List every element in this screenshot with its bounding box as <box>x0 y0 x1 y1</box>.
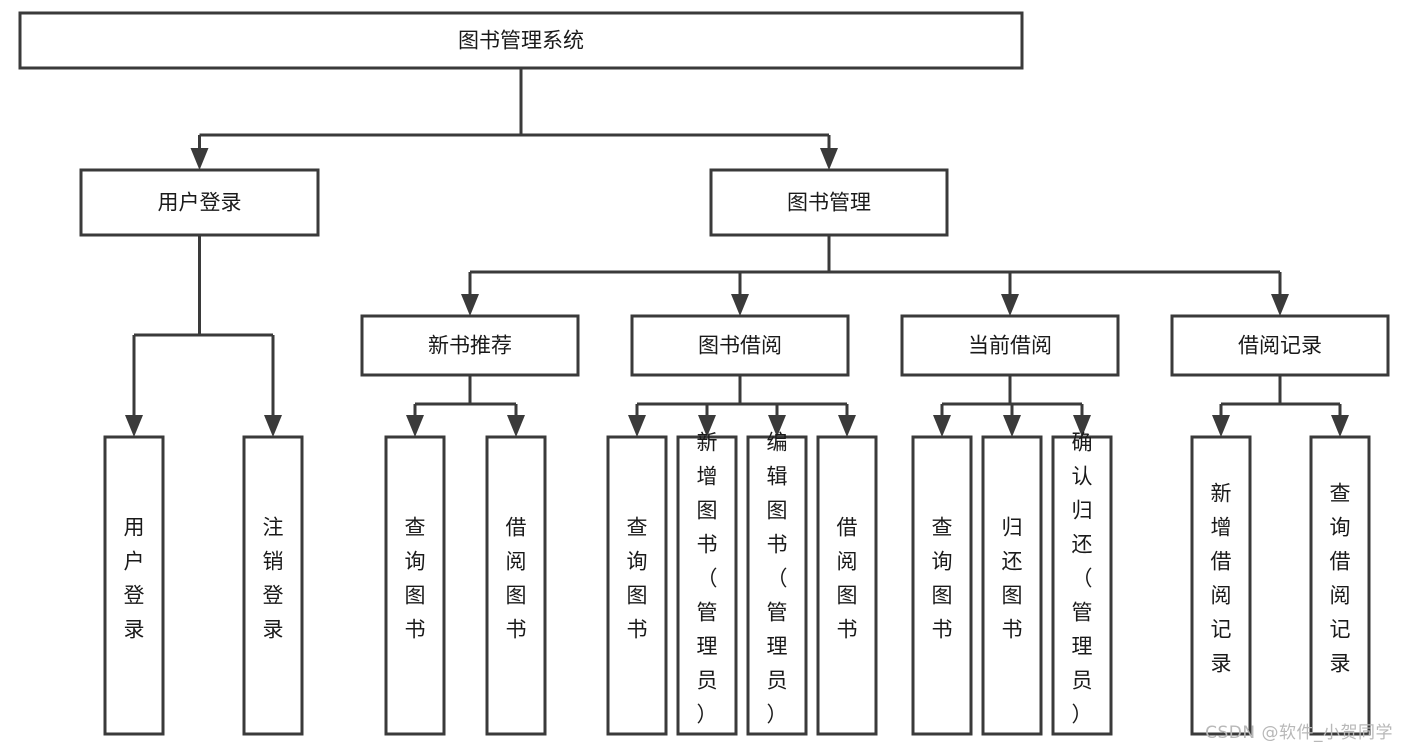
node-box <box>1309 435 1371 736</box>
node-leaf-query-book-1[interactable]: 查询图书 <box>384 435 446 736</box>
node-book-borrow[interactable]: 图书借阅 <box>630 314 850 377</box>
node-label: 借阅图书 <box>837 516 858 642</box>
arrow-head-icon <box>190 148 209 170</box>
node-label: 新增图书（管理员） <box>697 431 718 727</box>
node-box <box>18 11 1024 70</box>
node-label: 新书推荐 <box>428 334 512 358</box>
node-label: 图书借阅 <box>698 334 782 358</box>
nodes-layer: 图书管理系统用户登录图书管理新书推荐图书借阅当前借阅借阅记录用户登录注销登录查询… <box>18 11 1390 736</box>
node-box <box>630 314 850 377</box>
arrow-head-icon <box>1003 415 1021 437</box>
node-box <box>1051 435 1113 736</box>
node-leaf-add-record[interactable]: 新增借阅记录 <box>1190 435 1252 736</box>
node-box <box>816 435 878 736</box>
node-leaf-query-record[interactable]: 查询借阅记录 <box>1309 435 1371 736</box>
arrow-head-icon <box>731 294 749 316</box>
node-label: 确认归还（管理员） <box>1072 431 1093 727</box>
arrow-head-icon <box>1212 415 1230 437</box>
arrow-head-icon <box>406 415 424 437</box>
node-label: 归还图书 <box>1002 516 1023 642</box>
node-label: 借阅记录 <box>1238 334 1322 358</box>
node-label: 查询图书 <box>932 516 953 642</box>
node-leaf-return-book[interactable]: 归还图书 <box>981 435 1043 736</box>
arrow-head-icon <box>933 415 951 437</box>
arrow-head-icon <box>1331 415 1349 437</box>
node-box <box>606 435 668 736</box>
node-label: 用户登录 <box>158 191 242 215</box>
node-new-book-rec[interactable]: 新书推荐 <box>360 314 580 377</box>
node-label: 编辑图书（管理员） <box>767 431 788 727</box>
node-label: 借阅图书 <box>506 516 527 642</box>
arrow-head-icon <box>1073 415 1091 437</box>
node-label: 查询借阅记录 <box>1330 482 1351 676</box>
arrow-head-icon <box>628 415 646 437</box>
arrow-head-icon <box>838 415 856 437</box>
node-label: 新增借阅记录 <box>1211 482 1232 676</box>
node-box <box>709 168 949 237</box>
arrow-head-icon <box>820 148 838 170</box>
node-box <box>1170 314 1390 377</box>
node-leaf-user-login[interactable]: 用户登录 <box>103 435 165 736</box>
node-label: 图书管理 <box>787 191 871 215</box>
node-user-login[interactable]: 用户登录 <box>79 168 320 237</box>
node-leaf-add-book[interactable]: 新增图书（管理员） <box>676 431 738 736</box>
node-box <box>384 435 446 736</box>
node-leaf-confirm-return[interactable]: 确认归还（管理员） <box>1051 431 1113 736</box>
node-box <box>981 435 1043 736</box>
node-label: 图书管理系统 <box>458 29 584 53</box>
arrow-head-icon <box>507 415 525 437</box>
node-label: 注销登录 <box>263 516 284 642</box>
arrow-head-icon <box>461 294 479 316</box>
node-current-borrow[interactable]: 当前借阅 <box>900 314 1120 377</box>
node-box <box>1190 435 1252 736</box>
edges-layer <box>125 68 1349 437</box>
node-leaf-edit-book[interactable]: 编辑图书（管理员） <box>746 431 808 736</box>
node-label: 当前借阅 <box>968 334 1052 358</box>
node-leaf-borrow-book-1[interactable]: 借阅图书 <box>485 435 547 736</box>
node-box <box>103 435 165 736</box>
node-box <box>676 435 738 736</box>
node-box <box>485 435 547 736</box>
arrow-head-icon <box>264 415 282 437</box>
arrow-head-icon <box>1271 294 1289 316</box>
node-leaf-borrow-book-2[interactable]: 借阅图书 <box>816 435 878 736</box>
watermark-label: CSDN @软件_小贺同学 <box>1205 723 1393 743</box>
node-root[interactable]: 图书管理系统 <box>18 11 1024 70</box>
node-box <box>911 435 973 736</box>
node-leaf-query-book-2[interactable]: 查询图书 <box>606 435 668 736</box>
node-leaf-query-book-3[interactable]: 查询图书 <box>911 435 973 736</box>
arrow-head-icon <box>768 415 786 437</box>
node-leaf-logout[interactable]: 注销登录 <box>242 435 304 736</box>
node-label: 用户登录 <box>124 516 145 642</box>
arrow-head-icon <box>698 415 716 437</box>
node-book-manage[interactable]: 图书管理 <box>709 168 949 237</box>
node-label: 查询图书 <box>405 516 426 642</box>
arrow-head-icon <box>125 415 143 437</box>
node-box <box>79 168 320 237</box>
node-borrow-record[interactable]: 借阅记录 <box>1170 314 1390 377</box>
node-box <box>360 314 580 377</box>
arrow-head-icon <box>1001 294 1019 316</box>
node-box <box>746 435 808 736</box>
node-label: 查询图书 <box>627 516 648 642</box>
node-box <box>900 314 1120 377</box>
node-box <box>242 435 304 736</box>
